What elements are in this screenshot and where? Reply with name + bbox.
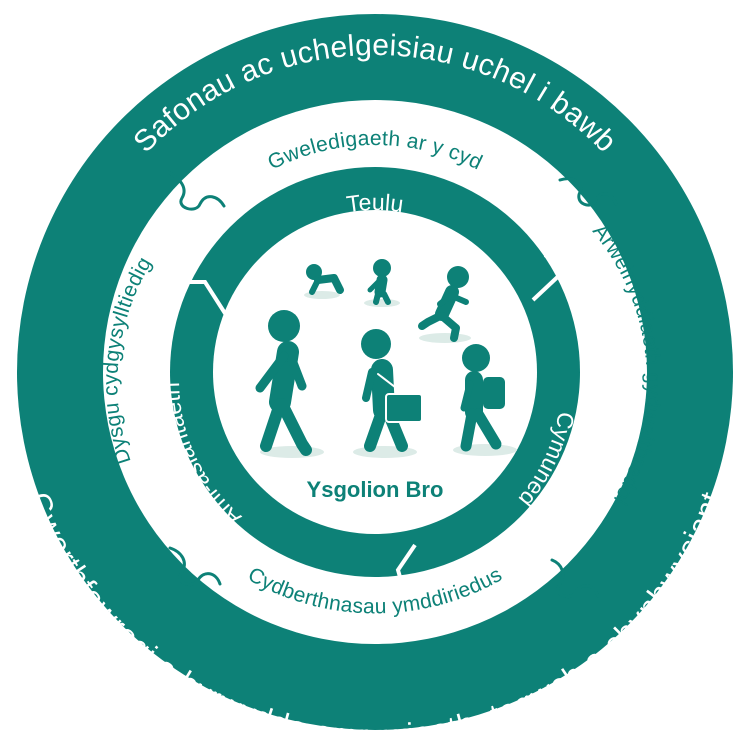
shadow-toddler [364,299,400,307]
puzzle-notch-bottom-left [168,546,222,586]
divider-bottom [395,543,417,613]
divider-top-right [531,253,569,302]
inner-ring-top-label: Teulu [345,189,405,217]
shadow-runner [419,333,471,343]
divider-top-left [175,280,230,320]
center-title: Ysgolion Bro [307,477,444,502]
crawling-baby-icon [306,264,344,295]
puzzle-connectors [166,170,618,598]
puzzle-notch-top-left [166,170,226,211]
inner-ring-dividers [175,253,569,613]
puzzle-notch-bottom-right [550,558,600,598]
student-with-backpack-icon [460,344,507,452]
running-child-icon [418,266,469,342]
toddler-icon [367,259,391,305]
puzzle-notch-top-right [558,177,618,207]
inner-ring-top-text: Teulu [345,189,405,217]
walking-adult-icon [255,310,312,456]
person-with-briefcase-icon [361,329,423,452]
